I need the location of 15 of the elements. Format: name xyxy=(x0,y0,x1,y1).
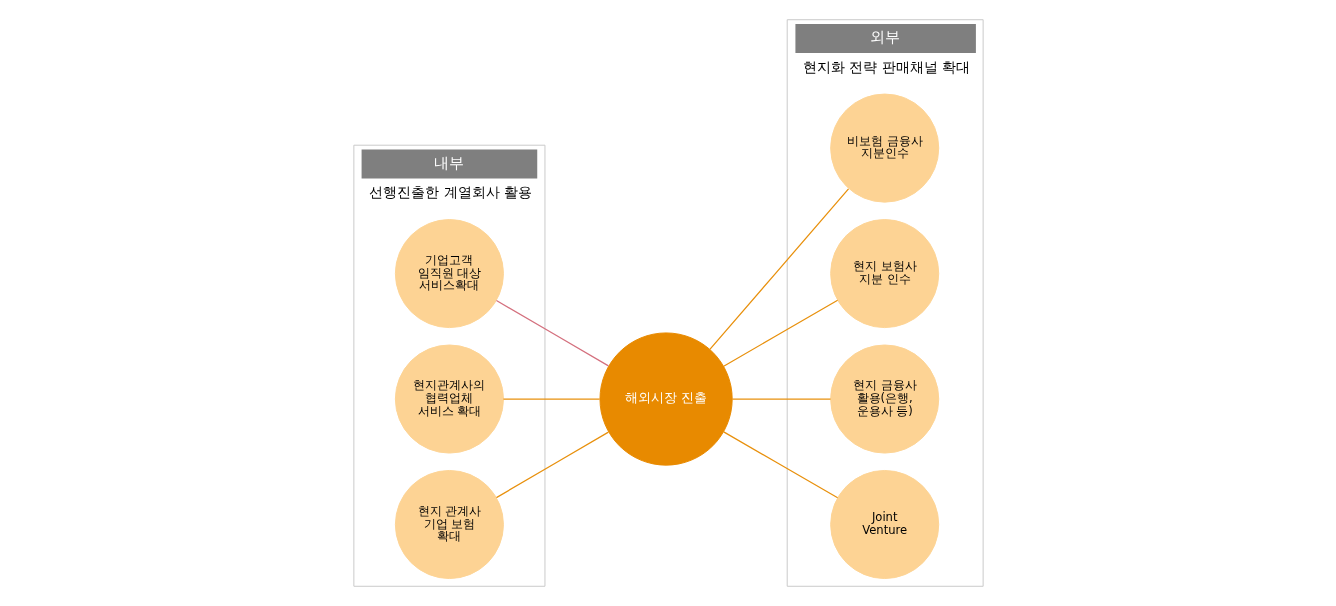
connector xyxy=(495,299,609,367)
node-circle: 해외시장 진출 xyxy=(599,332,733,466)
node-circle: 현지 금융사 활용(은행, 운용사 등) xyxy=(829,344,939,454)
connector xyxy=(731,398,831,400)
connector xyxy=(722,431,838,499)
connector xyxy=(708,188,849,351)
connector xyxy=(495,431,609,499)
node-circle: 현지 보험사 지분 인수 xyxy=(829,219,939,329)
node-circle: 기업고객 임직원 대상 서비스확대 xyxy=(394,219,504,329)
node-circle: Joint Venture xyxy=(829,469,939,580)
node-circle: 현지 관계사 기업 보험 확대 xyxy=(394,469,504,580)
node-circle: 비보험 금융사 지분인수 xyxy=(829,93,939,203)
connector xyxy=(502,398,600,400)
node-circle: 현지관계사의 협력업체 서비스 확대 xyxy=(394,344,504,454)
connector xyxy=(722,299,838,367)
